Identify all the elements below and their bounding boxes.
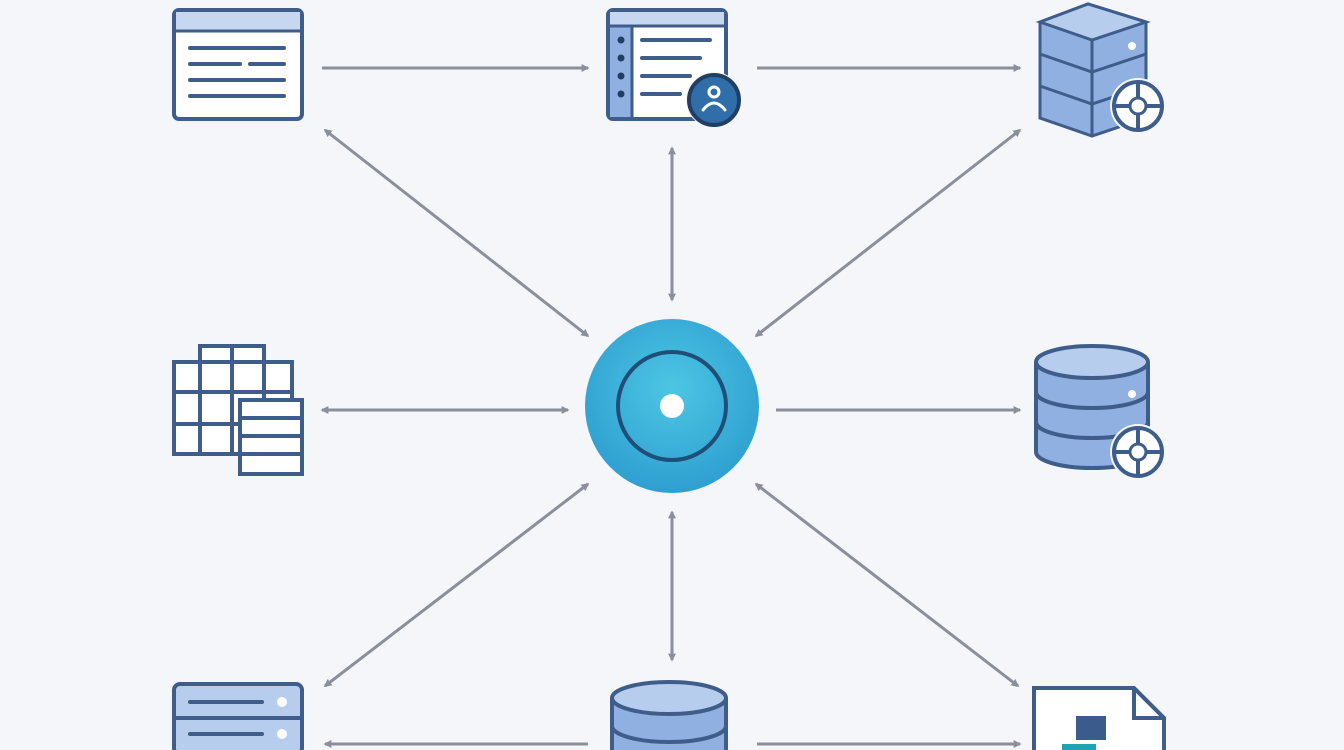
- document-window-icon: [172, 8, 304, 121]
- user-badge-icon: [686, 72, 742, 128]
- cylinder-database-icon: [1034, 344, 1166, 480]
- crosshair-badge-icon: [1110, 78, 1166, 134]
- user-document-icon: [606, 8, 742, 128]
- data-grid-icon: [172, 344, 304, 476]
- edge-hub-server: [323, 482, 590, 688]
- cube-database-icon: [1035, 2, 1166, 138]
- edges: [320, 64, 1022, 748]
- crosshair-badge-icon: [1110, 424, 1166, 480]
- database-icon: [610, 680, 728, 750]
- edge-hub-file: [754, 482, 1020, 688]
- edge-cube-database-to-hub: [754, 128, 1022, 338]
- file-icon: [1032, 686, 1166, 750]
- server-icon: [172, 682, 304, 750]
- target-hub-icon: [585, 319, 759, 493]
- edge-document-hub: [323, 128, 590, 338]
